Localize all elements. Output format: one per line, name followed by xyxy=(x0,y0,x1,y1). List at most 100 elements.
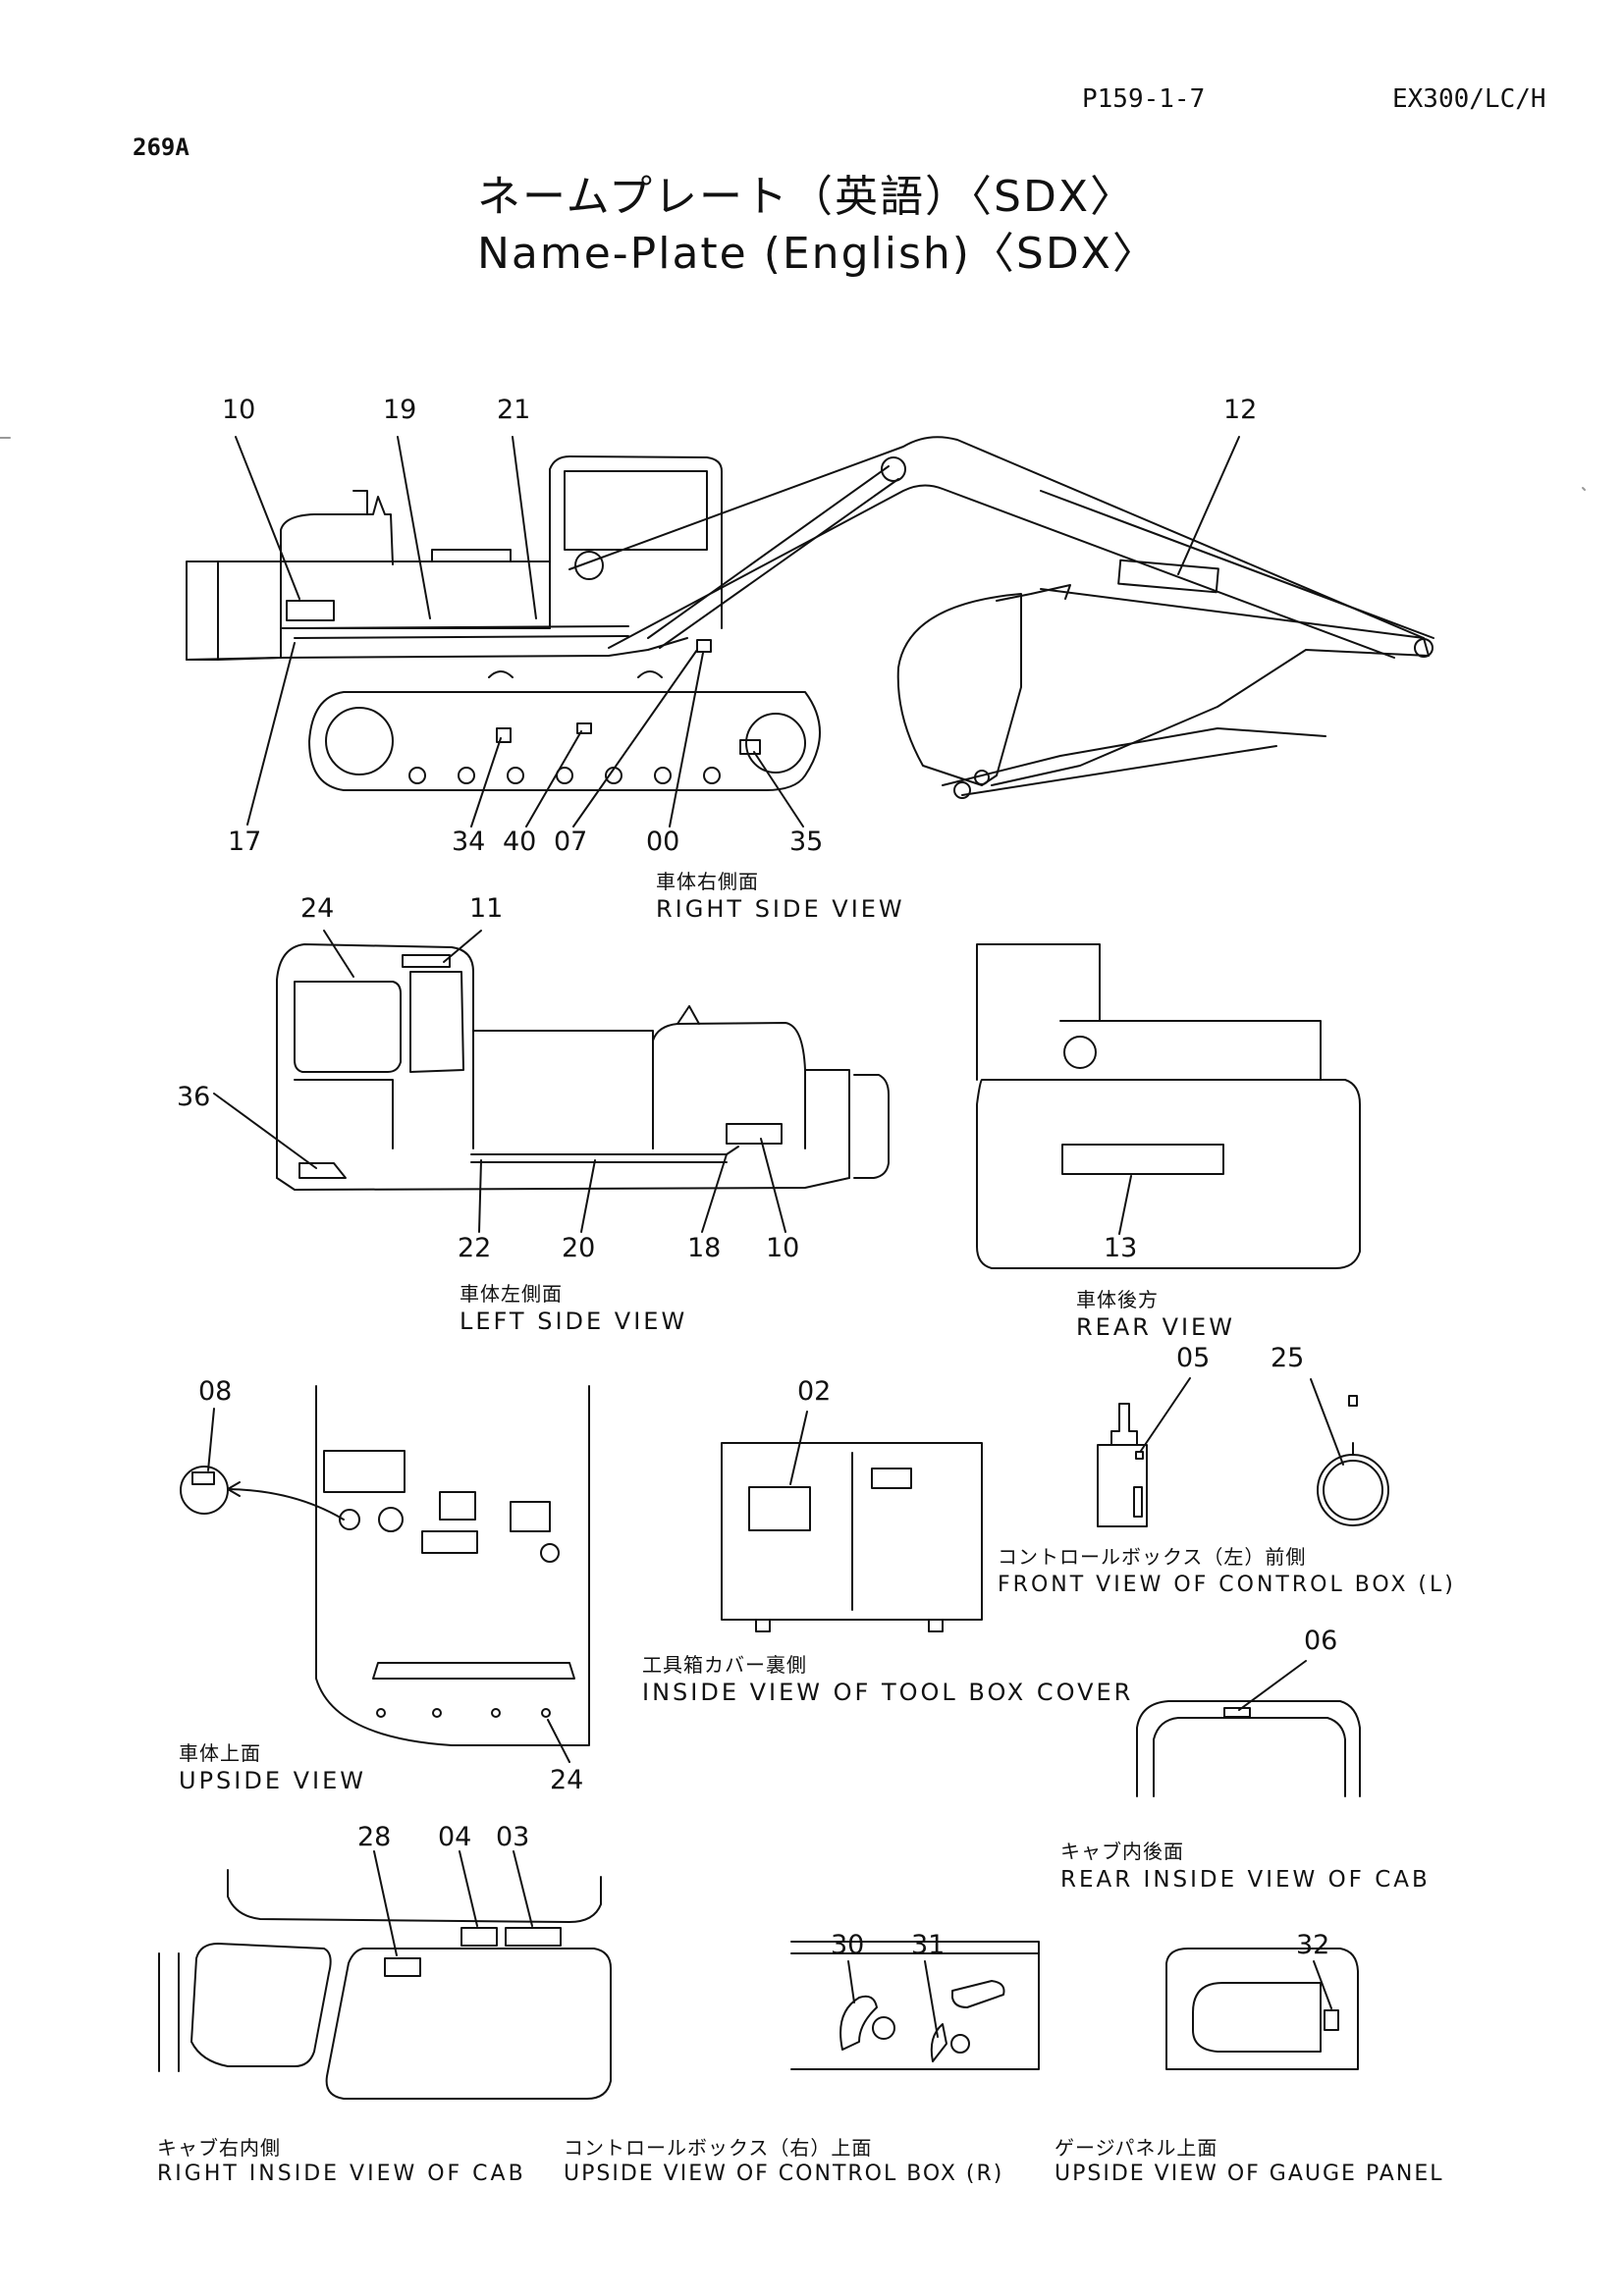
callout-left-18: 18 xyxy=(687,1233,722,1263)
bolt-1 xyxy=(377,1709,385,1717)
upside-outline xyxy=(316,1386,589,1745)
bolt-2 xyxy=(433,1709,441,1717)
ctrl-r-outline xyxy=(791,1942,1039,2069)
plate-13 xyxy=(1062,1145,1223,1174)
callout-34: 34 xyxy=(452,827,486,857)
bolt-4 xyxy=(542,1709,550,1717)
edge-mark-right xyxy=(1583,488,1585,490)
boom-lower xyxy=(609,485,1394,658)
arm-cylinder xyxy=(1041,491,1434,638)
rear-counterweight xyxy=(977,1080,1360,1268)
body-stripe-2 xyxy=(295,636,628,638)
leader-25 xyxy=(1311,1379,1343,1465)
tool-box-caption-jp: 工具箱カバー裏側 xyxy=(642,1653,807,1677)
leader-40 xyxy=(526,731,581,827)
plate-34 xyxy=(497,728,511,742)
callout-21: 21 xyxy=(497,395,531,425)
left-base xyxy=(277,1178,849,1190)
callout-13: 13 xyxy=(1104,1233,1138,1263)
left-exhaust xyxy=(677,1006,699,1024)
toolbox-latch xyxy=(872,1468,911,1488)
leader-left-24 xyxy=(324,931,353,977)
model-number: EX300/LC/H xyxy=(1392,84,1546,114)
upside-box-3 xyxy=(511,1502,550,1531)
sprocket xyxy=(746,714,805,773)
callout-10: 10 xyxy=(222,395,256,425)
link-pin-2 xyxy=(975,771,989,784)
ctrl-grip xyxy=(1318,1455,1388,1525)
right-cab-caption: RIGHT INSIDE VIEW OF CAB xyxy=(157,2162,526,2186)
rear-cab-drawing xyxy=(1137,1661,1360,1796)
left-side-view-caption-jp: 車体左側面 xyxy=(460,1282,563,1306)
leader-32 xyxy=(1314,1961,1331,2008)
callout-08: 08 xyxy=(198,1376,233,1407)
callout-31: 31 xyxy=(911,1930,946,1960)
rear-view-drawing xyxy=(977,944,1360,1268)
callout-left-10: 10 xyxy=(766,1233,800,1263)
plate-08 xyxy=(192,1472,214,1484)
roller-1 xyxy=(409,768,425,783)
plate-05 xyxy=(1136,1452,1143,1459)
gauge-panel-drawing xyxy=(1166,1949,1358,2069)
bucket-cylinder xyxy=(962,746,1276,795)
rear-structure xyxy=(1060,1021,1321,1080)
upper-structure xyxy=(281,561,550,628)
carrier-2 xyxy=(638,671,662,677)
idler xyxy=(326,708,393,774)
carrier-1 xyxy=(489,671,513,677)
rear-cab-outline xyxy=(1137,1701,1360,1796)
callout-left-36: 36 xyxy=(177,1082,211,1112)
leader-17 xyxy=(247,643,295,825)
upside-knob-2 xyxy=(379,1508,403,1531)
ctrl-r-grip xyxy=(952,1981,1004,2007)
right-cab-window xyxy=(327,1949,611,2099)
ctrl-grip-top xyxy=(1349,1396,1357,1406)
upside-box xyxy=(440,1492,475,1520)
leader-02 xyxy=(790,1412,807,1484)
upside-view-drawing xyxy=(181,1386,589,1762)
detail-arrow xyxy=(228,1489,344,1520)
track-frame xyxy=(309,692,820,790)
section-code: 269A xyxy=(133,133,189,161)
leader-28 xyxy=(374,1851,397,1955)
callout-05: 05 xyxy=(1176,1343,1211,1373)
ctrl-l-top xyxy=(1111,1404,1137,1445)
callout-02: 02 xyxy=(797,1376,832,1407)
boom-cylinder-2 xyxy=(660,479,898,648)
leader-30 xyxy=(848,1961,854,2002)
bucket-teeth xyxy=(997,585,1070,601)
callout-32: 32 xyxy=(1296,1930,1330,1960)
leader-04 xyxy=(460,1851,477,1926)
ctrl-l-body xyxy=(1098,1445,1147,1526)
plate-left-11 xyxy=(403,955,450,967)
upside-box-2 xyxy=(422,1531,477,1553)
tool-box-caption: INSIDE VIEW OF TOOL BOX COVER xyxy=(642,1679,1134,1706)
title-english: Name-Plate (English)〈SDX〉 xyxy=(477,229,1158,279)
rear-cab-inner xyxy=(1154,1718,1345,1796)
detail-arrowhead xyxy=(228,1482,240,1496)
left-cab-window xyxy=(295,982,401,1072)
right-cab-window-front xyxy=(191,1944,331,2066)
plate-06 xyxy=(1224,1708,1250,1717)
upside-knob-3 xyxy=(541,1544,559,1562)
callout-03: 03 xyxy=(496,1822,530,1852)
leader-34 xyxy=(471,738,501,827)
plate-12 xyxy=(1118,561,1218,593)
leader-left-20 xyxy=(581,1160,595,1232)
leader-up-24 xyxy=(548,1720,569,1762)
link-pin xyxy=(954,782,970,798)
counterweight-back xyxy=(218,561,281,660)
leader-31 xyxy=(925,1961,938,2037)
handrail xyxy=(432,550,511,561)
left-hood xyxy=(653,1023,805,1148)
right-cab-top xyxy=(228,1870,601,1922)
callout-19: 19 xyxy=(383,395,417,425)
callout-28: 28 xyxy=(357,1822,392,1852)
leader-19 xyxy=(398,437,430,618)
left-stripe xyxy=(471,1147,738,1154)
callout-07: 07 xyxy=(554,827,588,857)
leader-left-36 xyxy=(214,1094,316,1168)
roller-6 xyxy=(655,768,671,783)
callout-17: 17 xyxy=(228,827,262,857)
